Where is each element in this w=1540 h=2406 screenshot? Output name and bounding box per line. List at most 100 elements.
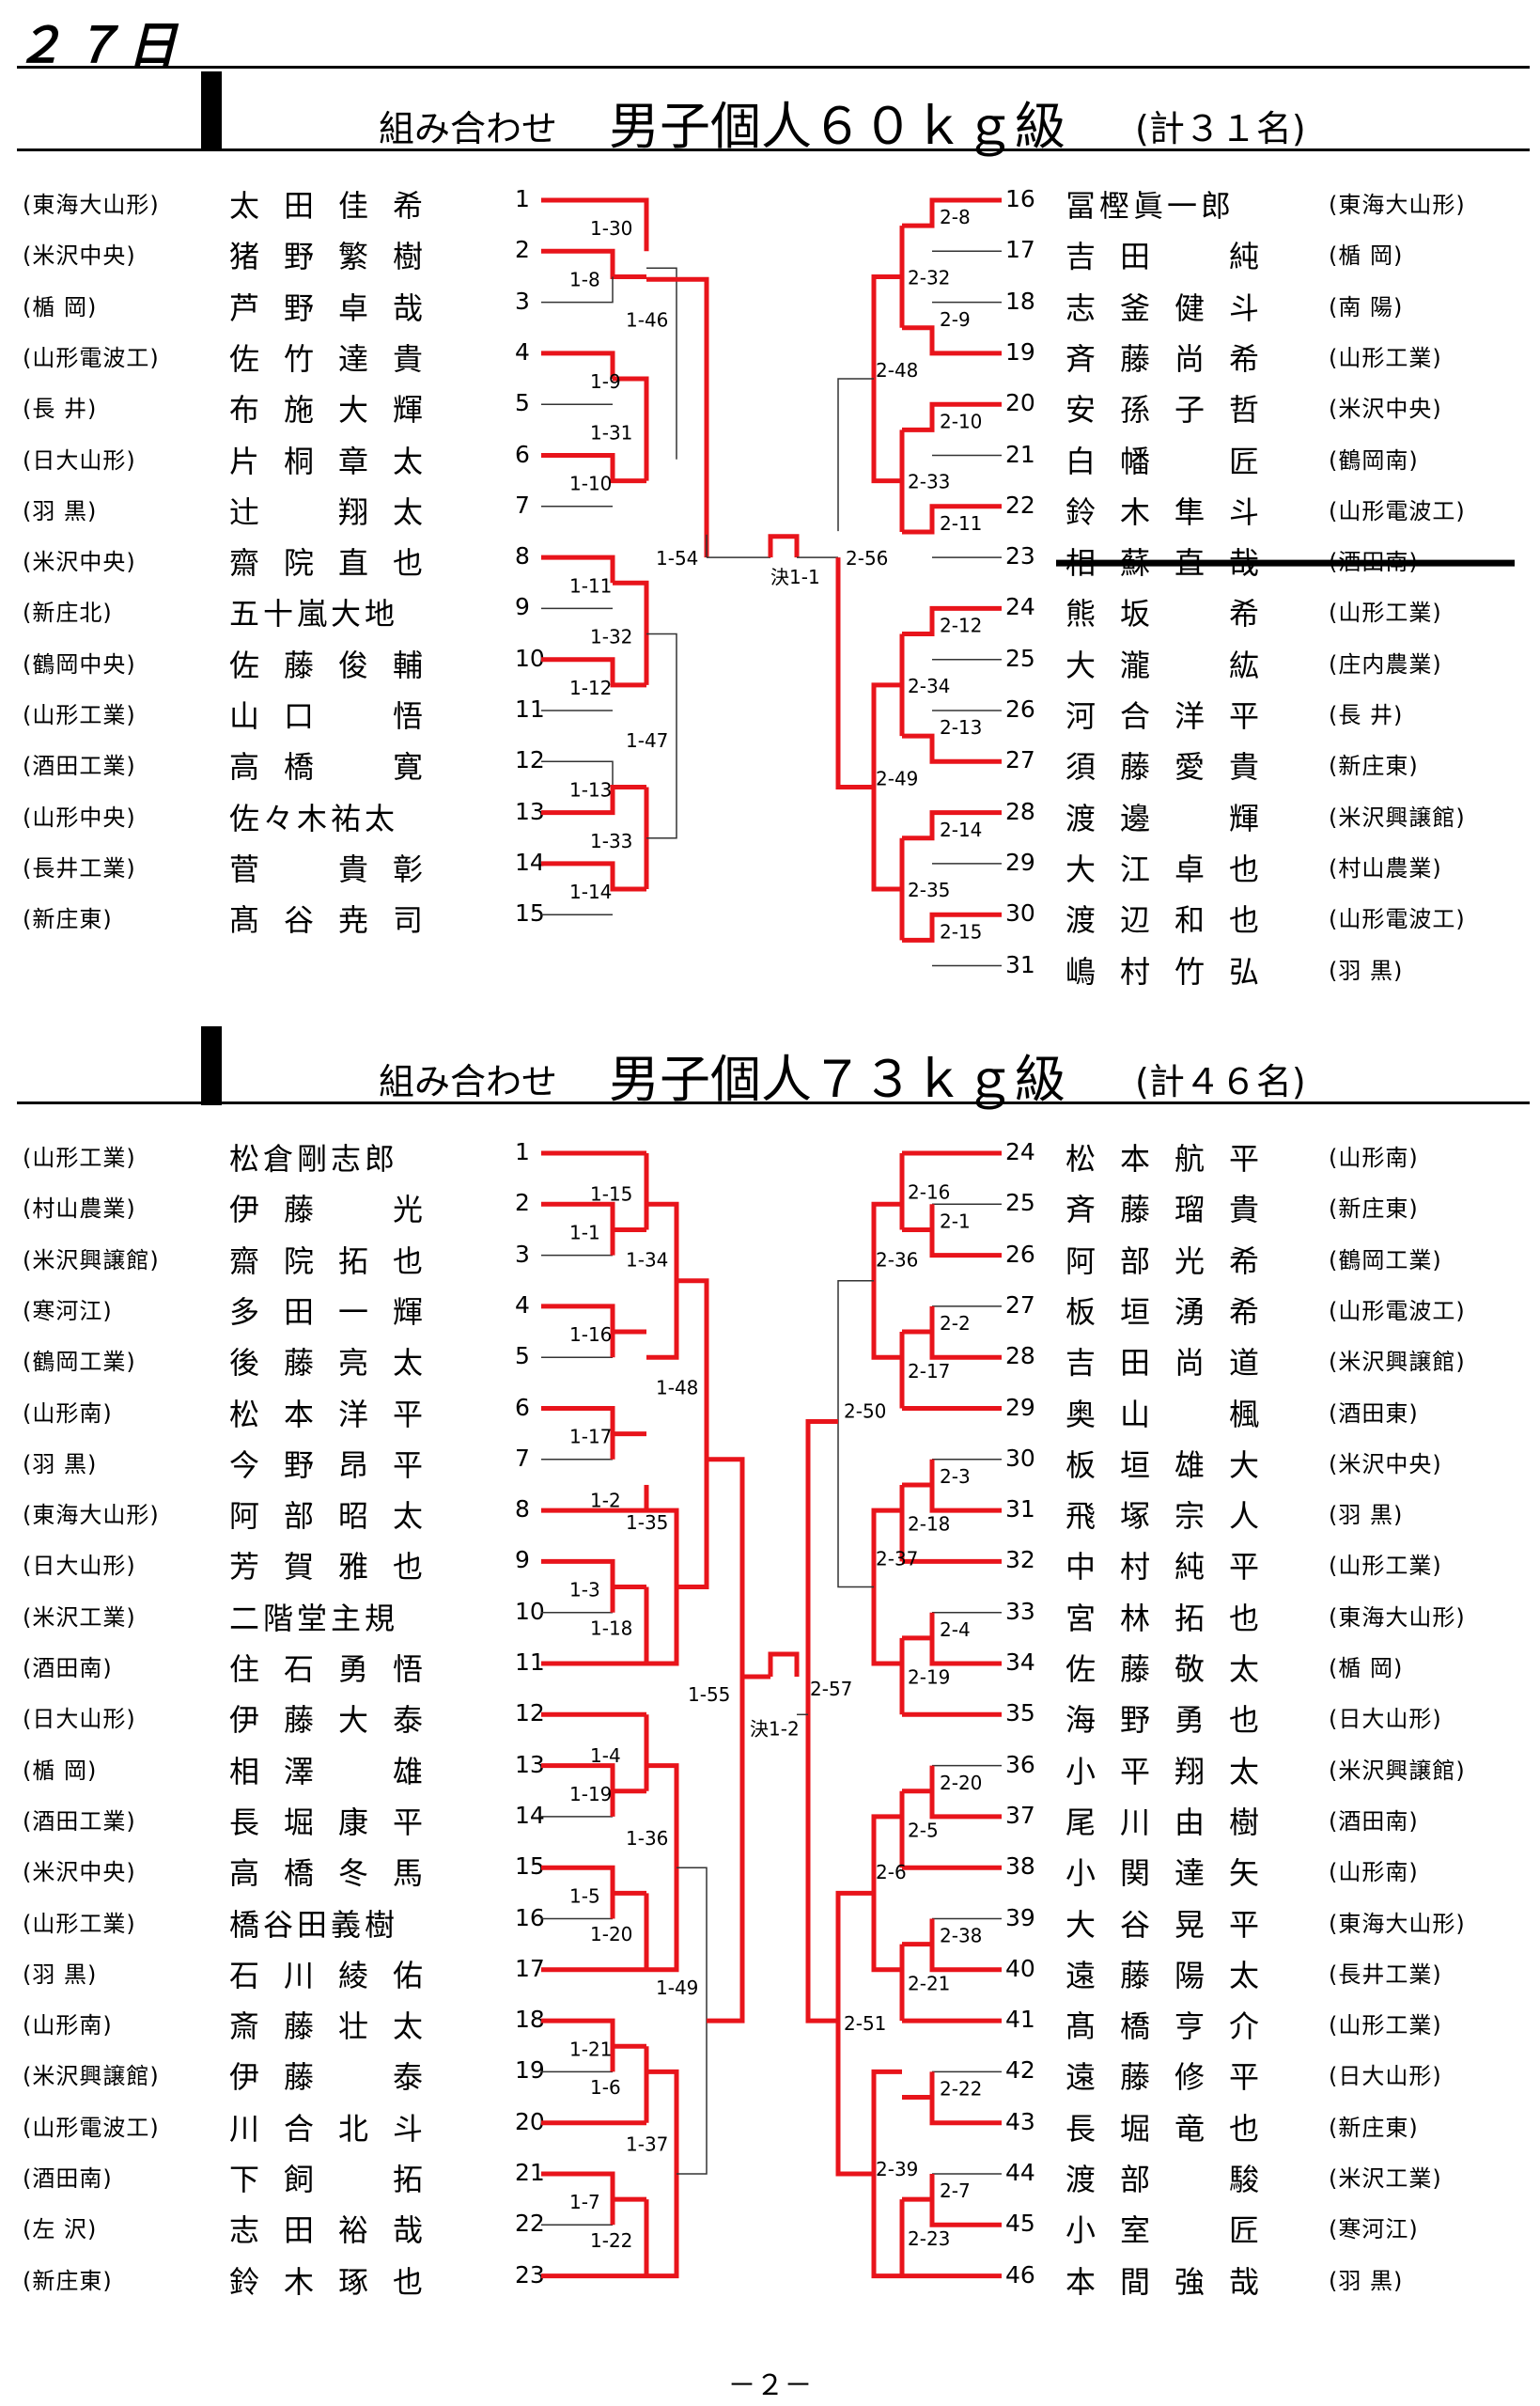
seed-number: 1 xyxy=(515,185,530,212)
bracket-line xyxy=(902,733,1002,764)
seed-number: 11 xyxy=(515,1648,545,1676)
seed-number: 24 xyxy=(1005,593,1035,621)
match-label: 1-34 xyxy=(626,1249,668,1272)
bracket-line xyxy=(610,1226,646,1256)
athlete-name: 川合北斗 xyxy=(229,2110,448,2147)
school-name: (楯 岡) xyxy=(1329,242,1404,270)
match-label: 2-17 xyxy=(908,1360,950,1383)
seed-number: 30 xyxy=(1005,1444,1035,1472)
match-label: 2-21 xyxy=(908,1972,950,1994)
match-label: 1-35 xyxy=(626,1511,668,1534)
seed-number: 16 xyxy=(1005,185,1035,212)
section-60kg-header: 組み合わせ 男子個人６０ｋｇ級 (計３１名) xyxy=(0,83,1540,156)
athlete-name: 大江卓也 xyxy=(1066,851,1284,887)
athlete-name: 鈴木隼斗 xyxy=(1066,493,1284,530)
school-name: (米沢興譲館) xyxy=(23,1246,160,1273)
bracket-line xyxy=(871,1201,902,1360)
school-name: (羽 黒) xyxy=(1329,2267,1404,2294)
school-name: (山形南) xyxy=(1329,1145,1419,1171)
match-label: 2-38 xyxy=(940,1925,982,1947)
athlete-name: 冨樫眞一郎 xyxy=(1066,188,1236,224)
school-name: (長井工業) xyxy=(1329,1961,1442,1988)
school-name: (山形工業) xyxy=(23,702,136,728)
school-name: (日大山形) xyxy=(23,1553,136,1580)
match-label: 1-22 xyxy=(590,2229,632,2252)
school-name: (山形南) xyxy=(23,1399,113,1427)
match-label: 1-36 xyxy=(626,1827,668,1850)
seed-number: 2 xyxy=(515,1189,530,1217)
match-label: 1-6 xyxy=(590,2076,621,2099)
athlete-name: 吉田尚道 xyxy=(1066,1345,1284,1382)
match-label: 2-36 xyxy=(876,1249,918,1272)
match-label: 1-33 xyxy=(590,830,632,852)
match-label: 2-23 xyxy=(908,2227,950,2250)
match-label: 1-19 xyxy=(569,1783,612,1805)
school-name: (羽 黒) xyxy=(1329,957,1404,984)
seed-number: 10 xyxy=(515,1597,545,1625)
bracket-line xyxy=(929,2174,1002,2227)
school-name: (山形工業) xyxy=(23,1145,136,1171)
athlete-name: 奥山 楓 xyxy=(1066,1396,1284,1432)
bracket-line xyxy=(902,504,1002,535)
athlete-name: 遠藤陽太 xyxy=(1066,1957,1284,1993)
bracket-line xyxy=(610,1329,646,1358)
seed-number: 27 xyxy=(1005,1290,1035,1319)
athlete-name: 布施大輝 xyxy=(229,392,448,429)
bracket-line xyxy=(541,2171,615,2200)
seed-number: 33 xyxy=(1005,1597,1035,1625)
bracket-line xyxy=(610,1890,646,1919)
final-label: 決1-2 xyxy=(750,1717,800,1740)
school-name: (酒田工業) xyxy=(23,1807,136,1835)
match-label: 2-1 xyxy=(940,1210,971,1232)
school-name: (山形電波工) xyxy=(23,344,160,371)
school-name: (山形工業) xyxy=(1329,2012,1442,2039)
athlete-name: 佐々木祐太 xyxy=(229,800,399,836)
section-rule xyxy=(17,148,1530,151)
seed-number: 2 xyxy=(515,236,530,264)
section-rule xyxy=(17,1101,1530,1104)
bracket-line xyxy=(929,1204,1002,1258)
seed-number: 12 xyxy=(515,1699,545,1727)
athlete-name: 斉藤尚希 xyxy=(1066,340,1284,377)
athlete-name: 安孫子哲 xyxy=(1066,392,1284,429)
match-label: 1-47 xyxy=(626,729,668,752)
match-label: 2-35 xyxy=(908,879,950,901)
athlete-name: 海野勇也 xyxy=(1066,1702,1284,1739)
section-marker xyxy=(201,71,222,150)
school-name: (酒田東) xyxy=(1329,1399,1419,1427)
bracket-line xyxy=(646,1763,679,1973)
seed-number: 19 xyxy=(515,2056,545,2085)
match-label: 1-31 xyxy=(590,421,632,444)
athlete-name: 松倉剛志郎 xyxy=(229,1141,399,1177)
school-name: (日大山形) xyxy=(1329,1706,1442,1733)
athlete-name: 伊藤 泰 xyxy=(229,2059,448,2096)
bracket-line xyxy=(805,1419,838,2023)
bracket-line xyxy=(613,580,649,685)
match-label: 1-21 xyxy=(569,2038,612,2060)
school-name: (米沢中央) xyxy=(23,242,136,270)
athlete-name: 須藤愛貴 xyxy=(1066,749,1284,786)
match-label: 1-14 xyxy=(569,881,612,903)
seed-number: 29 xyxy=(1005,1393,1035,1421)
school-name: (羽 黒) xyxy=(1329,1502,1404,1529)
bracket-line xyxy=(902,325,1002,356)
seed-number: 31 xyxy=(1005,1495,1035,1523)
bracket-line xyxy=(837,378,874,532)
